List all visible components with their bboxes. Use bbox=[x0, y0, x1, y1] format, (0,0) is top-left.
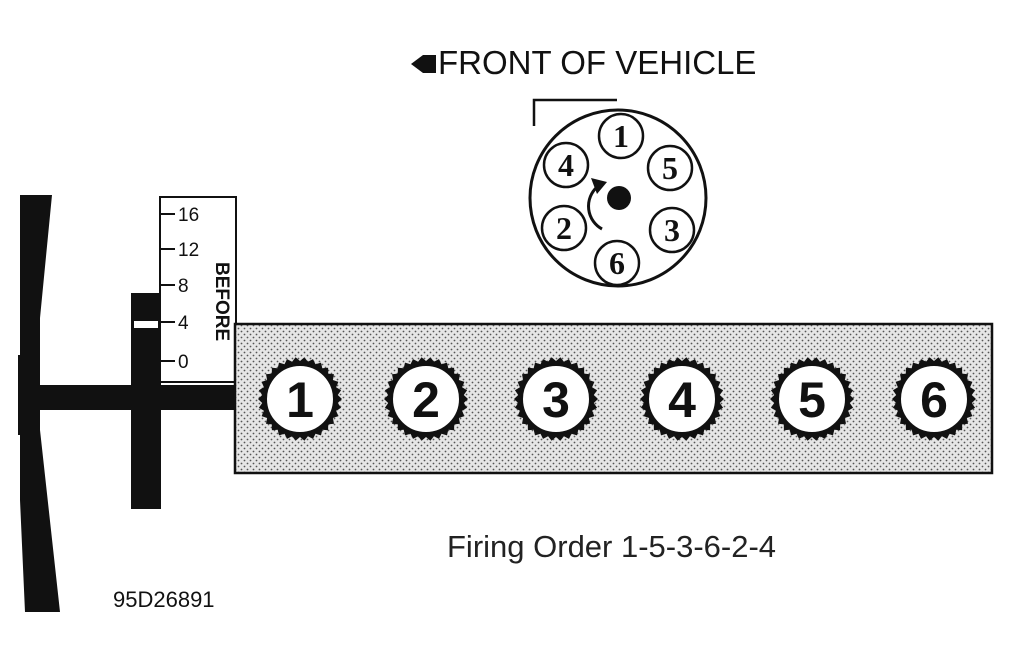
rotation-arrowhead bbox=[591, 178, 607, 194]
cap-terminal-ring bbox=[542, 141, 590, 189]
cap-terminal-ring bbox=[540, 204, 588, 252]
pulley-shaft bbox=[20, 385, 235, 410]
pulley-hub bbox=[18, 355, 30, 435]
timing-scale-label: 12 bbox=[178, 240, 199, 261]
firing-order-caption: Firing Order 1-5-3-6-2-4 bbox=[447, 529, 776, 564]
cap-terminal-ring bbox=[593, 239, 641, 287]
cylinder-bore bbox=[265, 364, 335, 434]
cylinder-5: 5 bbox=[770, 357, 854, 441]
cap-terminal-6: 6 bbox=[593, 239, 641, 287]
cylinder-bore bbox=[899, 364, 969, 434]
cylinder-row: 1 2 3 4 5 6 bbox=[258, 357, 976, 441]
cap-terminal-ring bbox=[597, 112, 645, 160]
timing-mark bbox=[134, 321, 158, 328]
cap-terminal-1: 1 bbox=[597, 112, 645, 160]
engine-block: 1 2 3 4 5 6 bbox=[233, 322, 994, 475]
engine-block-body bbox=[233, 322, 994, 475]
distributor-cap: 15 3 6 2 4 bbox=[528, 98, 708, 288]
cylinder-2: 2 bbox=[384, 357, 468, 441]
cap-terminal-number: 6 bbox=[609, 245, 625, 281]
timing-scale-label: 16 bbox=[178, 205, 199, 226]
cylinder-3: 3 bbox=[514, 357, 598, 441]
cap-bracket bbox=[532, 98, 617, 126]
arrow-left-icon bbox=[411, 55, 436, 73]
rotor-center bbox=[607, 186, 631, 210]
timing-scale-label: 8 bbox=[178, 276, 189, 297]
cap-terminal-number: 5 bbox=[662, 150, 678, 186]
figure-code: 95D26891 bbox=[113, 587, 215, 612]
cylinder-number: 4 bbox=[668, 372, 696, 428]
timing-scale-direction: BEFORE bbox=[211, 262, 232, 341]
cylinder-bore bbox=[391, 364, 461, 434]
timing-scale-label: 0 bbox=[178, 352, 189, 373]
front-of-vehicle-label: FRONT OF VEHICLE bbox=[411, 44, 756, 81]
cap-terminal-number: 2 bbox=[556, 210, 572, 246]
cylinder-number: 2 bbox=[412, 372, 440, 428]
cap-terminal-2: 2 bbox=[540, 204, 588, 252]
cap-terminals: 15 3 6 2 4 bbox=[540, 112, 696, 287]
timing-scale-marks: 16 12 8 4 0 bbox=[160, 205, 199, 373]
cap-terminal-number: 1 bbox=[613, 118, 629, 154]
timing-scale: 16 12 8 4 0 BEFORE bbox=[159, 196, 237, 383]
crank-pulley bbox=[18, 195, 235, 612]
cylinder-number: 6 bbox=[920, 372, 948, 428]
front-of-vehicle-text: FRONT OF VEHICLE bbox=[438, 44, 756, 81]
cap-terminal-5: 5 bbox=[646, 144, 694, 192]
cylinder-number: 3 bbox=[542, 372, 570, 428]
cap-terminal-3: 3 bbox=[648, 206, 696, 254]
cylinder-bore bbox=[521, 364, 591, 434]
cap-terminal-number: 3 bbox=[664, 212, 680, 248]
cylinder-number: 1 bbox=[286, 372, 314, 428]
cylinder-4: 4 bbox=[640, 357, 724, 441]
timing-scale-label: 4 bbox=[178, 313, 189, 334]
cylinder-6: 6 bbox=[892, 357, 976, 441]
cylinder-bore bbox=[647, 364, 717, 434]
cylinder-bore bbox=[777, 364, 847, 434]
cap-terminal-ring bbox=[648, 206, 696, 254]
timing-pointer-body bbox=[131, 293, 161, 509]
cylinder-number: 5 bbox=[798, 372, 826, 428]
cap-terminal-4: 4 bbox=[542, 141, 590, 189]
cylinder-1: 1 bbox=[258, 357, 342, 441]
timing-scale-frame bbox=[159, 196, 237, 383]
cap-terminal-number: 4 bbox=[558, 147, 574, 183]
cap-terminal-ring bbox=[646, 144, 694, 192]
rotation-arrow-icon bbox=[587, 185, 603, 231]
